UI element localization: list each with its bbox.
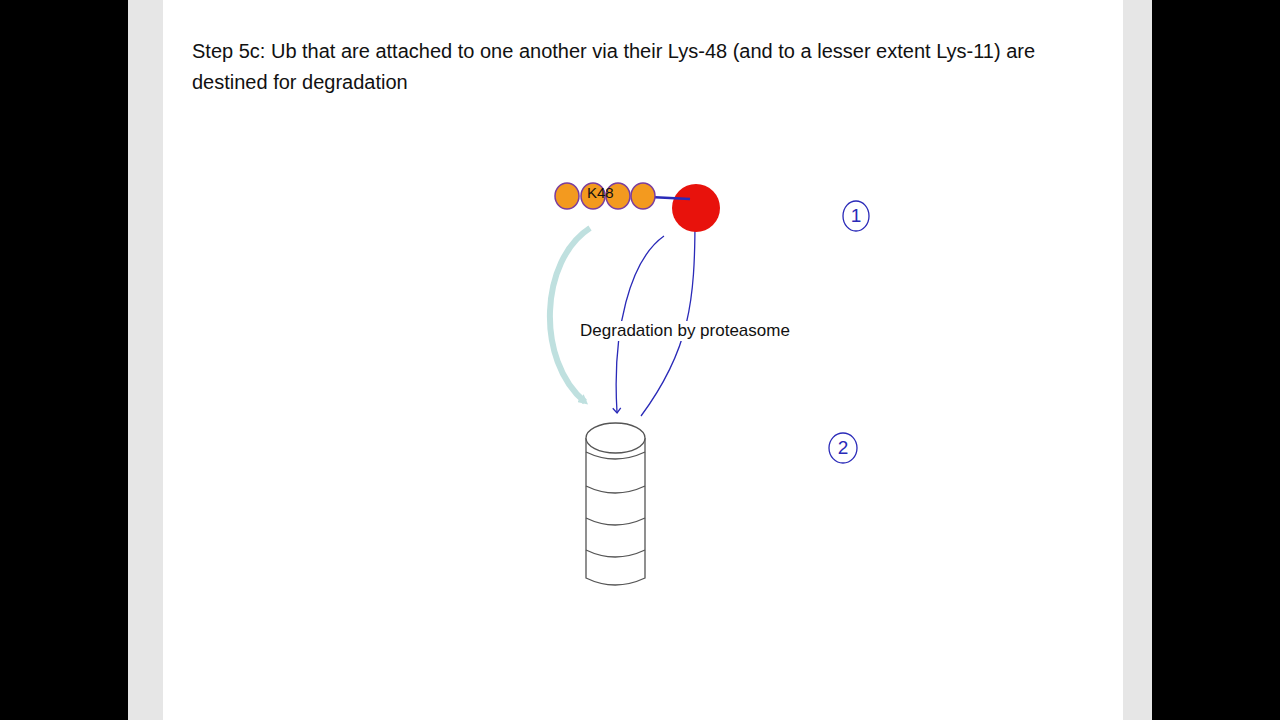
- callout-number: 1: [851, 205, 862, 227]
- flow-arrow: [550, 228, 590, 402]
- pen-line: [641, 218, 695, 416]
- process-label: Degradation by proteasome: [578, 321, 792, 341]
- residue-label: K48: [587, 184, 614, 201]
- substrate-protein: [672, 184, 720, 232]
- callout-circle: [843, 201, 869, 231]
- ubiquitin-chain: K48: [553, 180, 663, 210]
- proteasome: [586, 423, 645, 585]
- isopeptide-link: [650, 197, 690, 199]
- callout-circle: [829, 433, 857, 463]
- slide-title: Step 5c: Ub that are attached to one ano…: [192, 36, 1042, 98]
- callout-number: 2: [838, 437, 849, 459]
